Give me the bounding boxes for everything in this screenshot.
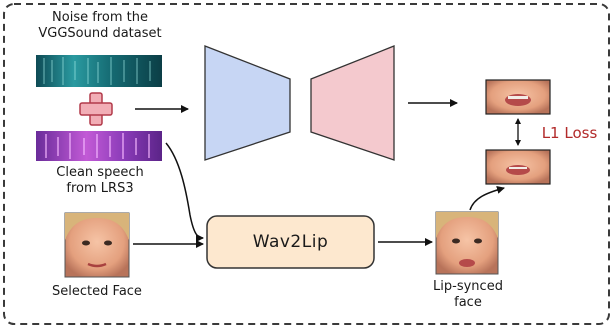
noise-label-line2: VGGSound dataset	[38, 26, 162, 41]
clean-spectrogram	[36, 131, 162, 161]
target-mouth-image	[485, 149, 551, 185]
lipsynced-label-line1: Lip-synced	[433, 279, 503, 294]
wav2lip-box	[206, 215, 375, 269]
predicted-mouth-image	[485, 79, 551, 115]
arrow-speech-to-wav2lip	[165, 142, 204, 242]
selected-face-image	[64, 212, 130, 278]
arrow-lipsynced-to-crop	[469, 186, 505, 211]
l1-loss-label: L1 Loss	[541, 124, 598, 142]
lipsynced-label-line2: face	[454, 295, 482, 310]
plus-icon	[79, 92, 113, 126]
dashed-border	[3, 3, 610, 325]
wav2lip-label: Wav2Lip	[252, 232, 329, 252]
decoder-block	[310, 45, 395, 161]
noise-label-line1: Noise from the	[52, 10, 148, 25]
clean-label-line2: from LRS3	[66, 181, 134, 196]
encoder-block	[204, 45, 291, 161]
noise-spectrogram	[36, 55, 162, 87]
lipsynced-face-image	[435, 211, 499, 275]
selected-face-label: Selected Face	[52, 284, 142, 299]
clean-label-line1: Clean speech	[56, 165, 144, 180]
